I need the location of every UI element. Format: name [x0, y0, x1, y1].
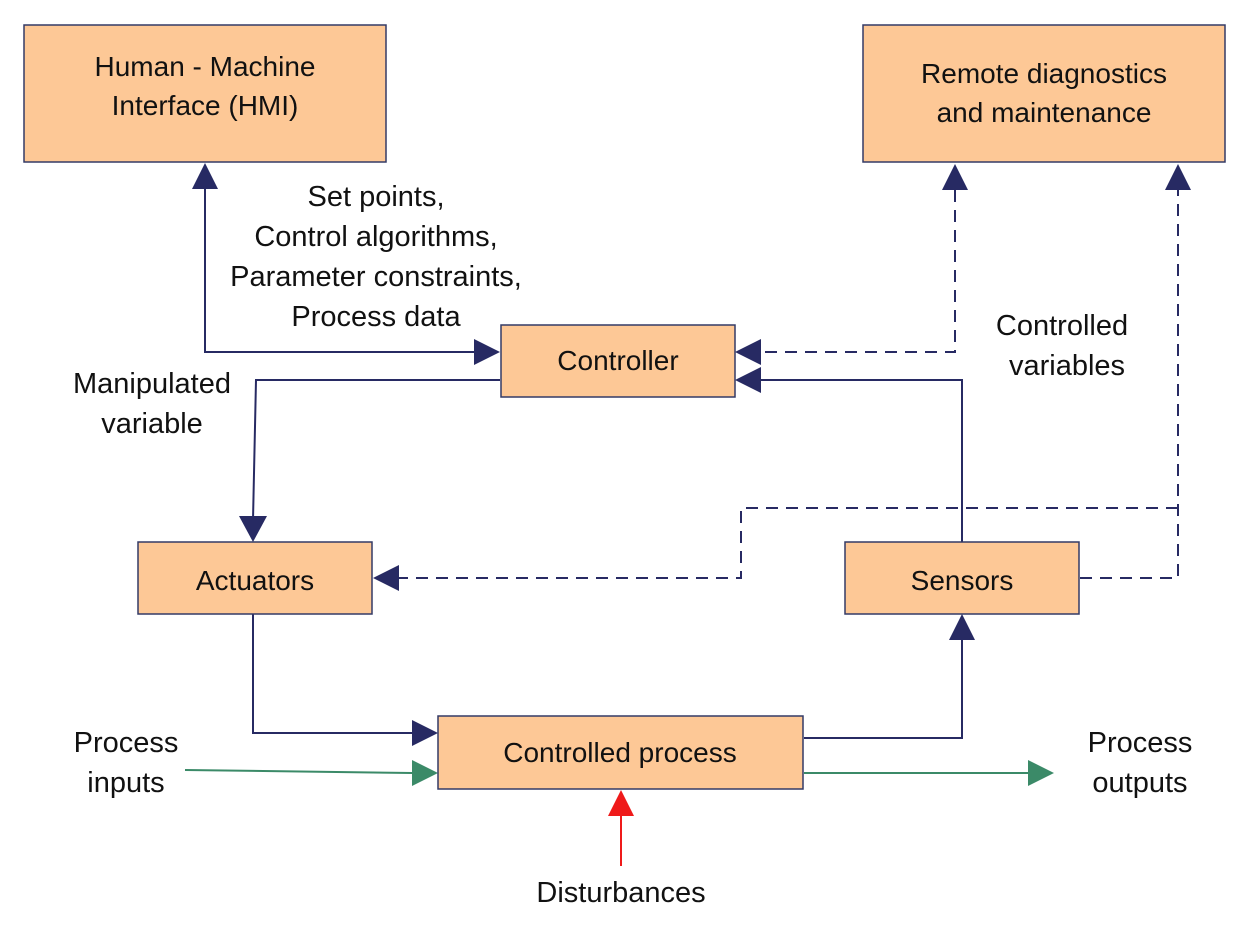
actuators-process-line: [252, 614, 412, 734]
controller-right-arrowhead: [735, 367, 761, 393]
controller-actuators-line: [252, 379, 500, 521]
manipulated-line2: variable: [101, 408, 203, 440]
sensors-controller-line: [760, 379, 963, 542]
sensors-label: Sensors: [911, 565, 1014, 596]
setpoints-line4: Process data: [291, 301, 461, 333]
process-outputs-arrowhead: [1028, 760, 1054, 786]
hmi-controller-line: [204, 188, 480, 353]
controller-label: Controller: [557, 345, 678, 376]
actuators-top-arrowhead: [239, 516, 267, 542]
process-outputs-line2: outputs: [1092, 767, 1187, 799]
remote-label-line1: Remote diagnostics: [921, 58, 1167, 89]
manipulated-line1: Manipulated: [73, 368, 231, 400]
actuators-block: Actuators: [137, 541, 373, 615]
remote-diagnostics-block: Remote diagnostics and maintenance: [862, 24, 1226, 163]
hmi-label-line2: Interface (HMI): [112, 90, 299, 121]
setpoints-label: Set points, Control algorithms, Paramete…: [230, 181, 522, 333]
controlled-process-label: Controlled process: [503, 737, 736, 768]
process-inputs-line: [184, 769, 413, 774]
disturbances-arrowhead: [608, 790, 634, 816]
setpoints-line3: Parameter constraints,: [230, 261, 522, 293]
disturbances-label: Disturbances: [536, 877, 705, 909]
process-inputs-arrowhead: [412, 760, 438, 786]
controlled-variables-label: Controlled variables: [996, 310, 1128, 382]
hmi-arrowhead: [192, 163, 218, 189]
sensors-block: Sensors: [844, 541, 1080, 615]
hmi-label-line1: Human - Machine: [95, 51, 316, 82]
controller-left-arrowhead: [474, 339, 500, 365]
process-sensors-line: [804, 640, 963, 739]
process-left-arrowhead: [412, 720, 438, 746]
remote-actuators-dashed-line: [398, 507, 1178, 579]
remote-right-arrowhead: [1165, 164, 1191, 190]
sensors-bottom-arrowhead: [949, 614, 975, 640]
actuators-right-arrowhead: [373, 565, 399, 591]
process-outputs-line1: Process: [1088, 727, 1193, 759]
setpoints-line2: Control algorithms,: [254, 221, 497, 253]
remote-left-arrowhead: [942, 164, 968, 190]
controlled-vars-line2: variables: [1009, 350, 1125, 382]
actuators-label: Actuators: [196, 565, 314, 596]
process-outputs-label: Process outputs: [1088, 727, 1193, 799]
controlled-vars-line1: Controlled: [996, 310, 1128, 342]
sensors-remote-dashed-line: [1080, 190, 1179, 579]
remote-controller-dashed-line: [760, 190, 956, 353]
controller-right-dashed-arrowhead: [735, 339, 761, 365]
process-inputs-line2: inputs: [87, 767, 164, 799]
remote-label-line2: and maintenance: [937, 97, 1152, 128]
process-inputs-label: Process inputs: [74, 727, 179, 799]
setpoints-line1: Set points,: [307, 181, 444, 213]
process-inputs-line1: Process: [74, 727, 179, 759]
controller-block: Controller: [500, 324, 736, 398]
manipulated-variable-label: Manipulated variable: [73, 368, 231, 440]
controlled-process-block: Controlled process: [437, 715, 804, 790]
hmi-block: Human - Machine Interface (HMI): [23, 24, 387, 163]
